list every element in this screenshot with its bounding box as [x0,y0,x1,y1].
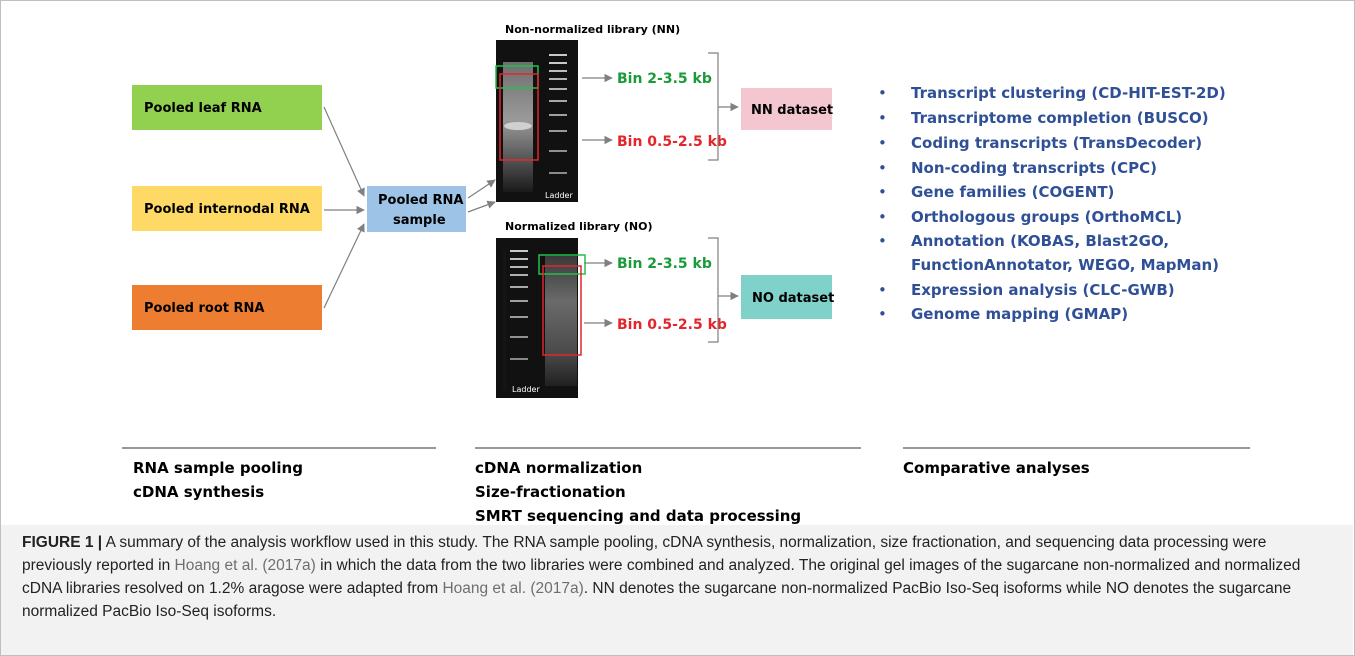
workflow-diagram: Pooled leaf RNA Pooled internodal RNA Po… [122,23,1250,525]
caption-background [1,525,1353,655]
bullet-2: • [878,134,887,152]
nn-gel-image: Ladder [495,40,578,202]
pooled-sample-line1: Pooled RNA [378,193,463,208]
no-bracket [708,237,719,343]
caption-label: FIGURE 1 | [22,534,103,551]
arrow-pool-to-no [467,200,496,213]
caption-text-1: A summary of the analysis workflow used … [22,534,1267,574]
leaf-rna-box [132,85,322,130]
bullet-6: • [878,232,887,250]
arrow-pool-to-nn [467,179,496,199]
analysis-item-6: Annotation (KOBAS, Blast2GO, [911,232,1169,250]
internodal-rna-label: Pooled internodal RNA [144,202,310,217]
analysis-item-8: Expression analysis (CLC-GWB) [911,281,1175,299]
analysis-item-7: FunctionAnnotator, WEGO, MapMan) [911,256,1219,274]
nn-bin-high: Bin 2-3.5 kb [617,71,712,87]
stage-left-line2: cDNA synthesis [133,483,264,501]
internodal-rna-box [132,186,322,231]
bullet-8: • [878,281,887,299]
arrow-root-to-pool [323,223,365,309]
stage-middle-line3: SMRT sequencing and data processing [475,507,801,525]
arrow-leaf-to-pool [323,106,365,197]
no-gel-title: Normalized library (NO) [505,220,652,233]
no-bin-high: Bin 2-3.5 kb [617,256,712,272]
leaf-rna-label: Pooled leaf RNA [144,101,262,116]
root-rna-label: Pooled root RNA [144,301,264,316]
caption-reference-2[interactable]: Hoang et al. (2017a) [442,580,584,597]
stage-middle-line2: Size-fractionation [475,483,626,501]
no-gel-image: Ladder [496,238,586,398]
root-rna-box [132,285,322,330]
analysis-item-0: Transcript clustering (CD-HIT-EST-2D) [911,84,1226,102]
caption-reference-1[interactable]: Hoang et al. (2017a) [174,557,316,574]
figure-caption: FIGURE 1 | A summary of the analysis wor… [22,531,1337,623]
bullet-1: • [878,109,887,127]
pooled-sample-line2: sample [393,213,446,228]
analysis-list: • Transcript clustering (CD-HIT-EST-2D) … [878,84,1226,323]
stage-left-line1: RNA sample pooling [133,459,303,477]
analysis-item-3: Non-coding transcripts (CPC) [911,159,1157,177]
bullet-5: • [878,208,887,226]
stage-middle-line1: cDNA normalization [475,459,642,477]
no-dataset-box [741,275,832,319]
nn-dataset-box [741,88,832,130]
no-ladder-label: Ladder [512,385,540,394]
bullet-4: • [878,183,887,201]
no-dataset-label: NO dataset [752,291,834,306]
caption-text-2: in which the data from the two libraries… [22,557,1301,597]
analysis-item-2: Coding transcripts (TransDecoder) [911,134,1202,152]
analysis-item-4: Gene families (COGENT) [911,183,1114,201]
nn-gel-title: Non-normalized library (NN) [505,23,680,36]
bullet-0: • [878,84,887,102]
analysis-item-5: Orthologous groups (OrthoMCL) [911,208,1182,226]
stage-right-line1: Comparative analyses [903,459,1090,477]
analysis-item-9: Genome mapping (GMAP) [911,305,1128,323]
nn-dataset-label: NN dataset [751,103,833,118]
pooled-sample-box [367,186,466,232]
bullet-9: • [878,305,887,323]
bullet-3: • [878,159,887,177]
nn-ladder-label: Ladder [545,191,573,200]
nn-bin-low: Bin 0.5-2.5 kb [617,134,727,150]
analysis-item-1: Transcriptome completion (BUSCO) [911,109,1209,127]
caption-text-3: . NN denotes the sugarcane non-normalize… [22,580,1292,620]
no-bin-low: Bin 0.5-2.5 kb [617,317,727,333]
